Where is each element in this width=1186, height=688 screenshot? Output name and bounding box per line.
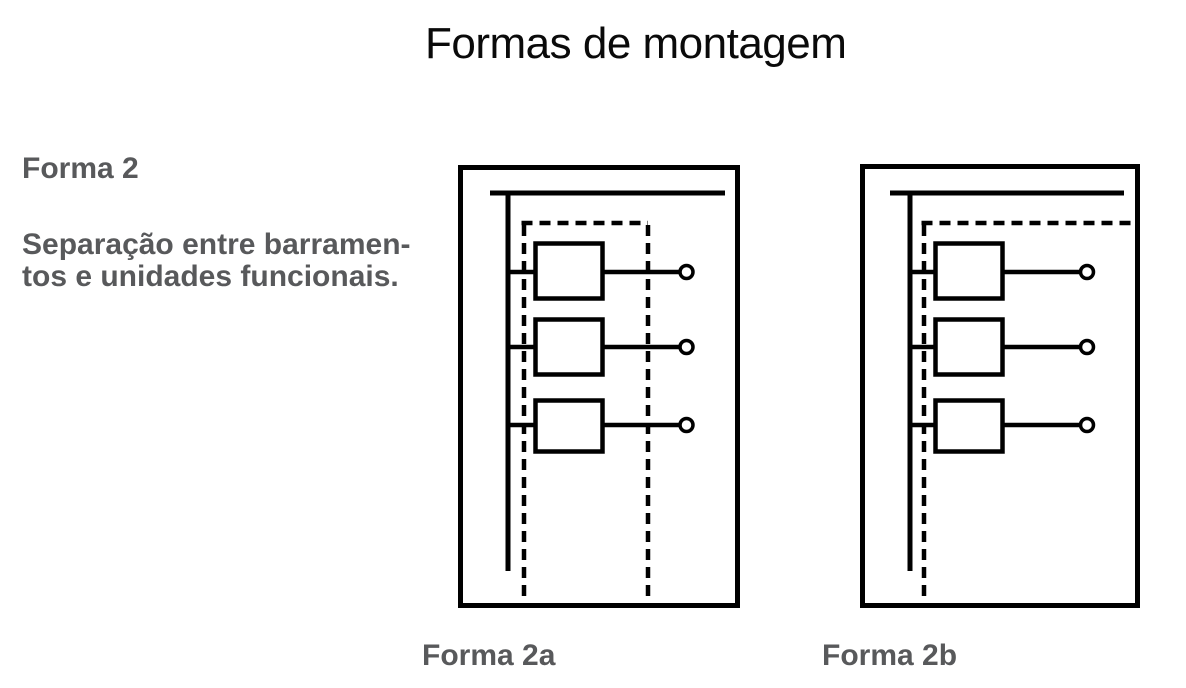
terminal-circle — [1078, 416, 1096, 434]
functional-unit-row-2 — [508, 317, 695, 377]
functional-unit-box — [933, 317, 1005, 377]
functional-unit-box — [533, 241, 605, 301]
terminal-circle — [678, 338, 695, 356]
forma-2-description: Separação entre barramen- tos e unidades… — [22, 228, 411, 293]
terminal-circle — [678, 263, 695, 281]
forma-2a-caption: Forma 2a — [422, 639, 556, 672]
functional-unit-row-1 — [508, 241, 695, 301]
functional-unit-box — [533, 317, 605, 377]
forma-2b-diagram — [860, 164, 1140, 608]
functional-unit-row-3 — [910, 398, 1096, 454]
terminal-circle — [1078, 263, 1096, 281]
enclosure-outline — [458, 165, 740, 608]
functional-unit-row-3 — [508, 398, 695, 454]
functional-unit-box — [933, 241, 1005, 301]
functional-unit-row-1 — [910, 241, 1096, 301]
functional-unit-row-2 — [910, 317, 1096, 377]
page-title: Formas de montagem — [425, 19, 847, 68]
terminal-circle — [1078, 338, 1096, 356]
terminal-circle — [678, 416, 695, 434]
forma-2b-caption: Forma 2b — [822, 639, 958, 672]
enclosure-outline — [860, 164, 1140, 608]
forma-2-heading: Forma 2 — [22, 152, 139, 185]
functional-unit-box — [933, 398, 1005, 454]
forma-2a-diagram — [458, 165, 740, 608]
functional-unit-box — [533, 398, 605, 454]
